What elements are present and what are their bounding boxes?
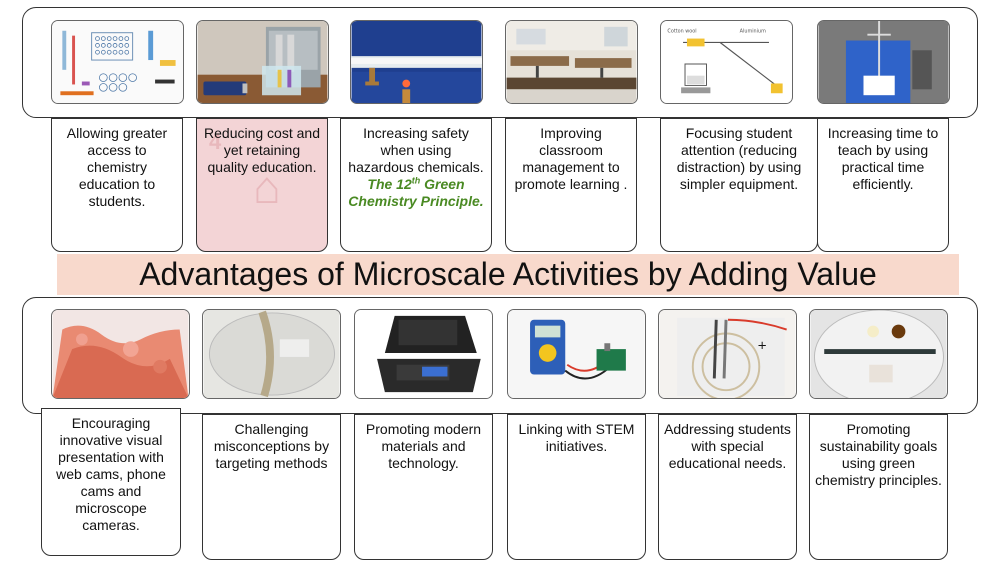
advantage-card-visual: Encouraging innovative visual presentati…: [41, 408, 181, 556]
battery-electrolysis-photo: [196, 20, 329, 104]
advantage-card-cost-text: Reducing cost and yet retaining quality …: [204, 125, 320, 175]
magnified-droplet-photo: [202, 309, 341, 399]
faded-watermark-icon: 4: [209, 129, 222, 154]
advantage-card-technology-text: Promoting modern materials and technolog…: [365, 421, 482, 471]
microscale-kit-diagram-photo: [51, 20, 184, 104]
advantage-card-classroom-text: Improving classroom management to promot…: [514, 125, 628, 192]
advantage-card-sustainability-text: Promoting sustainability goals using gre…: [815, 421, 942, 488]
advantage-card-time-text: Increasing time to teach by using practi…: [827, 125, 939, 192]
advantage-card-misconceptions-text: Challenging misconceptions by targeting …: [213, 421, 330, 471]
green-chemistry-principle-label: The 12th Green Chemistry Principle.: [348, 175, 484, 209]
advantage-card-access: Allowing greater access to chemistry edu…: [51, 118, 183, 252]
advantage-card-attention-text: Focusing student attention (reducing dis…: [676, 125, 802, 192]
svg-text:Aluminium: Aluminium: [740, 29, 766, 35]
advantage-card-safety-text: Increasing safety when using hazardous c…: [348, 125, 484, 175]
advantage-card-visual-text: Encouraging innovative visual presentati…: [56, 415, 166, 533]
advantage-card-classroom: Improving classroom management to promot…: [505, 118, 637, 252]
svg-text:+: +: [757, 338, 767, 352]
svg-text:Cotton wool: Cotton wool: [667, 29, 696, 35]
advantage-card-sustainability: Promoting sustainability goals using gre…: [809, 414, 948, 560]
tube-flame-photo: [350, 20, 483, 104]
advantage-card-access-text: Allowing greater access to chemistry edu…: [66, 125, 168, 209]
advantage-card-stem: Linking with STEM initiatives.: [507, 414, 646, 560]
advantage-card-misconceptions: Challenging misconceptions by targeting …: [202, 414, 341, 560]
petri-dish-photo: [809, 309, 948, 399]
advantage-card-time: Increasing time to teach by using practi…: [817, 118, 949, 252]
banner-title: Advantages of Microscale Activities by A…: [57, 254, 959, 295]
pipette-demo-photo: [817, 20, 950, 104]
science-classroom-photo: [505, 20, 638, 104]
advantage-card-safety: Increasing safety when using hazardous c…: [340, 118, 492, 252]
advantage-card-special-needs-text: Addressing students with special educati…: [664, 421, 791, 471]
advantage-card-stem-text: Linking with STEM initiatives.: [518, 421, 635, 454]
digital-scale-photo: [354, 309, 493, 399]
advantage-card-cost: 4 ⌂ Reducing cost and yet retaining qual…: [196, 118, 328, 252]
electrode-plate-photo: +: [658, 309, 797, 399]
crystal-microscope-photo: [51, 309, 190, 399]
glassware-apparatus-photo: Cotton wool Aluminium: [660, 20, 793, 104]
advantage-card-technology: Promoting modern materials and technolog…: [354, 414, 493, 560]
multimeter-circuit-photo: [507, 309, 646, 399]
faded-watermark-icon-2: ⌂: [253, 161, 281, 213]
advantage-card-special-needs: Addressing students with special educati…: [658, 414, 797, 560]
advantage-card-attention: Focusing student attention (reducing dis…: [660, 118, 818, 252]
